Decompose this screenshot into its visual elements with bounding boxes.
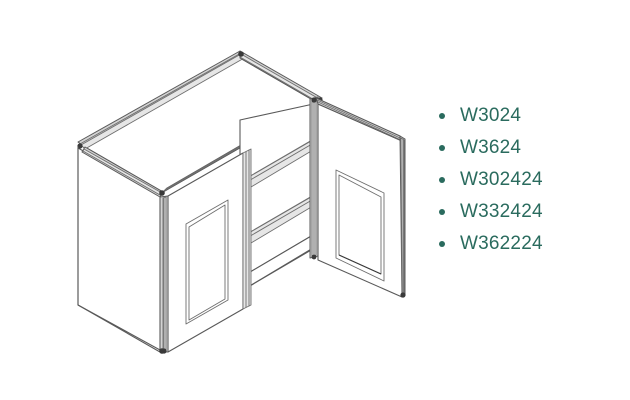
center-stile-face: [242, 148, 252, 310]
cabinet-top-front-vertex: [159, 190, 165, 196]
bullet-icon: [439, 145, 445, 151]
center-stile: [242, 148, 252, 310]
list-item: W302424: [430, 164, 630, 196]
cabinet-top-apex-vertex: [238, 51, 244, 57]
sku-code: W332424: [460, 201, 543, 222]
cabinet-bottom-left-edge: [77, 304, 161, 353]
sku-code: W362224: [460, 233, 543, 254]
left-door-hinge-stile-inner: [162, 196, 167, 352]
right-door-panel-shadow: [338, 254, 382, 275]
bullet-icon: [439, 209, 445, 215]
sku-code: W3624: [460, 137, 522, 158]
right-door-bottom-hinge-vertex: [311, 254, 317, 260]
cabinet-bottom-front-vertex: [159, 348, 165, 354]
right-door-top-vertex: [311, 97, 317, 103]
cabinet-top-front-left-rail-inner: [82, 148, 163, 196]
bullet-icon: [439, 113, 445, 119]
list-item: W3024: [430, 100, 630, 132]
left-door-closed: [159, 152, 244, 354]
bullet-icon: [439, 241, 445, 247]
cabinet-bottom-right-edge: [242, 245, 319, 291]
left-door-recessed-panel: [185, 199, 229, 325]
cabinet-carcass: [77, 50, 323, 353]
right-door-recessed-panel: [335, 169, 385, 282]
wall-cabinet-illustration: .ln { fill:none; stroke:#595959; stroke-…: [77, 50, 406, 354]
sku-code: W3024: [460, 105, 522, 126]
cabinet-drawing-svg: .ln { fill:none; stroke:#595959; stroke-…: [77, 50, 406, 354]
right-door-open: [309, 96, 406, 298]
sku-list: W3024 W3624 W302424 W332424 W362224: [430, 100, 630, 260]
list-item: W332424: [430, 196, 630, 228]
left-door-recessed-panel-inner: [188, 204, 226, 321]
sku-code: W302424: [460, 169, 543, 190]
bullet-icon: [439, 177, 445, 183]
cabinet-top-back-rail-line: [79, 52, 242, 145]
right-door-bottom-outer-vertex: [400, 292, 406, 298]
right-door-outer-edge-inner: [400, 137, 405, 296]
list-item: W3624: [430, 132, 630, 164]
cabinet-top-left-vertex: [77, 143, 83, 149]
list-item: W362224: [430, 228, 630, 260]
